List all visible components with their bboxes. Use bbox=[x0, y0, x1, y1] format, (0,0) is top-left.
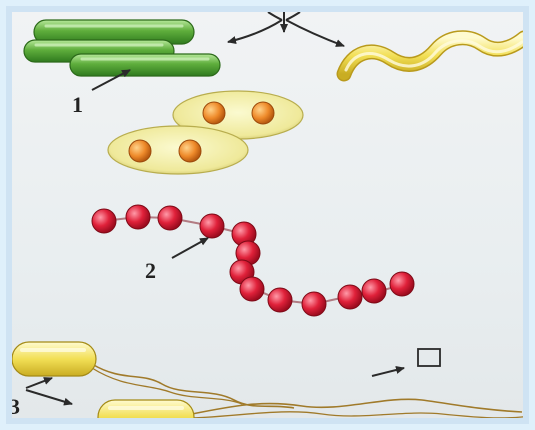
coccus-red bbox=[126, 205, 150, 229]
square-outline-icon bbox=[418, 349, 440, 366]
arrow-icon bbox=[372, 368, 404, 376]
arrow-icon bbox=[26, 378, 52, 388]
coccus bbox=[252, 102, 274, 124]
coccus bbox=[129, 140, 151, 162]
arrow-icon bbox=[286, 20, 344, 46]
coccus-red bbox=[268, 288, 292, 312]
label-1: 1 bbox=[72, 92, 83, 118]
arrow-icon bbox=[26, 390, 72, 404]
textbook-page: 1 2 3 bbox=[12, 12, 523, 418]
streptococcus-chain bbox=[92, 205, 414, 316]
bacilli-group bbox=[24, 20, 220, 76]
coccus-red bbox=[92, 209, 116, 233]
coccus-red bbox=[338, 285, 362, 309]
fan-arrows-top bbox=[228, 12, 344, 46]
arrow-icon bbox=[172, 238, 208, 258]
coccus-red bbox=[200, 214, 224, 238]
diplococci-group bbox=[108, 91, 303, 174]
coccus bbox=[179, 140, 201, 162]
spirillum bbox=[344, 38, 523, 74]
bacillus-rod bbox=[70, 54, 220, 76]
bacteria-shapes-diagram bbox=[12, 12, 523, 418]
flagellum bbox=[192, 399, 522, 414]
coccus-red bbox=[158, 206, 182, 230]
flagellated-bacteria bbox=[12, 342, 523, 418]
flagellum bbox=[192, 412, 523, 418]
label-3: 3 bbox=[12, 394, 20, 418]
arrow-icon bbox=[228, 20, 282, 42]
coccus bbox=[203, 102, 225, 124]
coccus-red bbox=[302, 292, 326, 316]
coccus-red bbox=[240, 277, 264, 301]
coccus-red bbox=[362, 279, 386, 303]
label-2: 2 bbox=[145, 258, 156, 284]
flagellated-cell bbox=[12, 342, 96, 376]
coccus-red bbox=[390, 272, 414, 296]
arrows-to-flagellated bbox=[26, 378, 72, 404]
